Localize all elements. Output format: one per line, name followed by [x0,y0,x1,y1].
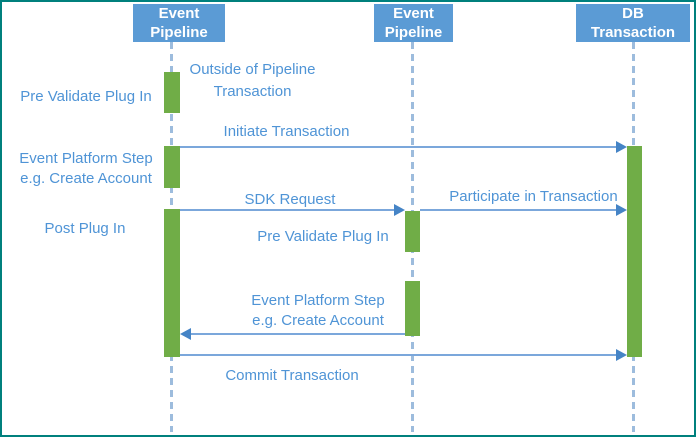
activation-bar-pre-validate-1 [164,72,180,113]
arrowhead-right-icon [616,141,627,153]
actor-label-line: Pipeline [384,24,443,41]
actor-box-event-pipeline-2: Event Pipeline [374,4,453,42]
label-initiate-transaction: Initiate Transaction [223,123,350,140]
arrowhead-right-icon [394,204,405,216]
arrowhead-right-icon [616,204,627,216]
message-arrow-return [191,333,405,335]
label-event-platform-step-1: Event Platform Step e.g. Create Account [19,150,153,187]
actor-label-line: Pipeline [150,24,208,41]
label-participate-in-transaction: Participate in Transaction [449,188,618,205]
actor-box-db-transaction: DB Transaction [576,4,690,42]
label-outside-of-pipeline-transaction: Outside of Pipeline Transaction [189,61,316,100]
activation-bar-post-plug-in [164,209,180,357]
label-pre-validate-plug-in-2: Pre Validate Plug In [257,228,389,245]
actor-label-line: Event [393,5,434,22]
label-event-platform-step-2: Event Platform Step e.g. Create Account [251,292,385,329]
message-arrow-initiate-transaction [180,146,616,148]
message-arrow-participate-in-transaction [420,209,616,211]
arrowhead-right-icon [616,349,627,361]
label-sdk-request: SDK Request [244,191,336,208]
activation-bar-event-platform-1 [164,146,180,188]
label-commit-transaction: Commit Transaction [225,367,359,384]
actor-label-line: DB [622,5,644,22]
activation-bar-event-platform-2 [405,281,420,336]
label-post-plug-in: Post Plug In [44,220,126,237]
label-pre-validate-plug-in-1: Pre Validate Plug In [20,88,152,105]
actor-label-line: Transaction [590,24,676,41]
activation-bar-pre-validate-2 [405,211,420,252]
message-arrow-sdk-request [180,209,395,211]
message-arrow-commit-transaction [180,354,616,356]
actor-box-event-pipeline-1: Event Pipeline [133,4,225,42]
activation-bar-db-transaction [627,146,642,357]
actor-label-line: Event [158,5,200,22]
arrowhead-left-icon [180,328,191,340]
